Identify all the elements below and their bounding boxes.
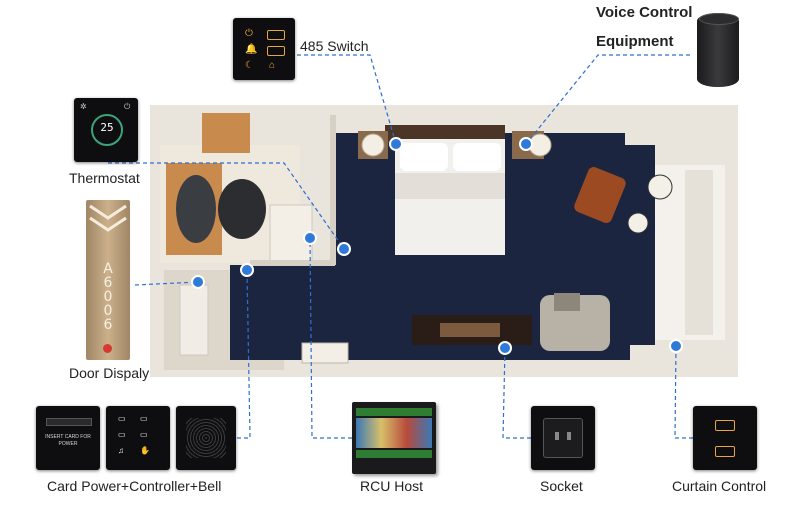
doorbell-speaker-panel bbox=[176, 406, 236, 470]
headboard bbox=[385, 125, 505, 143]
label-rcu-host: RCU Host bbox=[360, 478, 424, 494]
controller-panel: ▭ ▭ ▭ ▭ ♫ ✋ bbox=[106, 406, 170, 470]
label-voice-control-line1: Voice Control bbox=[596, 4, 693, 21]
outlet-pin-left bbox=[555, 432, 559, 440]
rcu-terminal-strip-bottom bbox=[356, 450, 432, 458]
card-power-panel: INSERT CARD FOR POWER bbox=[36, 406, 100, 470]
label-socket: Socket bbox=[540, 478, 583, 494]
door-display-plate: A6006 bbox=[86, 200, 130, 360]
lamp-icon: ⌂ bbox=[269, 60, 276, 71]
laundry-icon: ▭ bbox=[140, 430, 148, 439]
clean-icon: ▭ bbox=[118, 430, 126, 439]
rcu-terminal-strip-top bbox=[356, 408, 432, 416]
label-thermostat: Thermostat bbox=[69, 170, 140, 186]
bathroom-sink bbox=[218, 179, 266, 239]
floor-plan-drawing bbox=[150, 105, 738, 377]
curtain-control-panel bbox=[693, 406, 757, 470]
socket-outlet bbox=[543, 418, 583, 458]
curtain-close-button bbox=[715, 446, 735, 457]
dnd-icon: ▭ bbox=[140, 414, 148, 423]
card-slot bbox=[46, 418, 92, 426]
card-instruction: INSERT CARD FOR POWER bbox=[45, 434, 91, 447]
bathtub bbox=[176, 175, 216, 243]
fan-icon: ✲ bbox=[80, 102, 87, 111]
service-icon: ▭ bbox=[118, 414, 126, 423]
chevron-pattern-icon bbox=[89, 204, 127, 232]
rcu-circuit-board bbox=[356, 418, 432, 448]
thermostat-reading: 25 bbox=[100, 121, 114, 134]
button-slot bbox=[267, 46, 285, 56]
bell-icon: 🔔 bbox=[245, 44, 258, 55]
power-icon: ⏻ bbox=[124, 102, 131, 111]
hand-icon: ✋ bbox=[140, 446, 150, 455]
armchair bbox=[574, 167, 626, 223]
label-door-display: Door Dispaly bbox=[69, 365, 150, 381]
moon-icon: ☾ bbox=[245, 60, 254, 71]
switch-485-panel: ⏻ 🔔 ☾ ⌂ bbox=[233, 18, 295, 80]
floor-plan bbox=[150, 105, 738, 377]
door-plate-number: A6006 bbox=[103, 261, 113, 333]
outlet-pin-right bbox=[567, 432, 571, 440]
rcu-host-box bbox=[352, 402, 436, 474]
bell-icon: ♫ bbox=[118, 446, 124, 455]
label-card-power: Card Power+Controller+Bell bbox=[47, 478, 222, 494]
label-voice-control-line2: Equipment bbox=[596, 33, 674, 50]
thermostat-panel: 25 ✲ ⏻ bbox=[74, 98, 138, 162]
smart-speaker bbox=[697, 13, 739, 87]
socket-panel bbox=[531, 406, 595, 470]
speaker-ring bbox=[699, 13, 739, 25]
label-485-switch: 485 Switch bbox=[300, 38, 369, 54]
speaker-grill bbox=[186, 418, 226, 458]
doorbell-button bbox=[103, 344, 112, 353]
button-slot bbox=[267, 30, 285, 40]
label-curtain-control: Curtain Control bbox=[672, 478, 767, 494]
curtain-open-button bbox=[715, 420, 735, 431]
power-icon: ⏻ bbox=[245, 28, 253, 39]
thermostat-dial bbox=[91, 114, 123, 146]
